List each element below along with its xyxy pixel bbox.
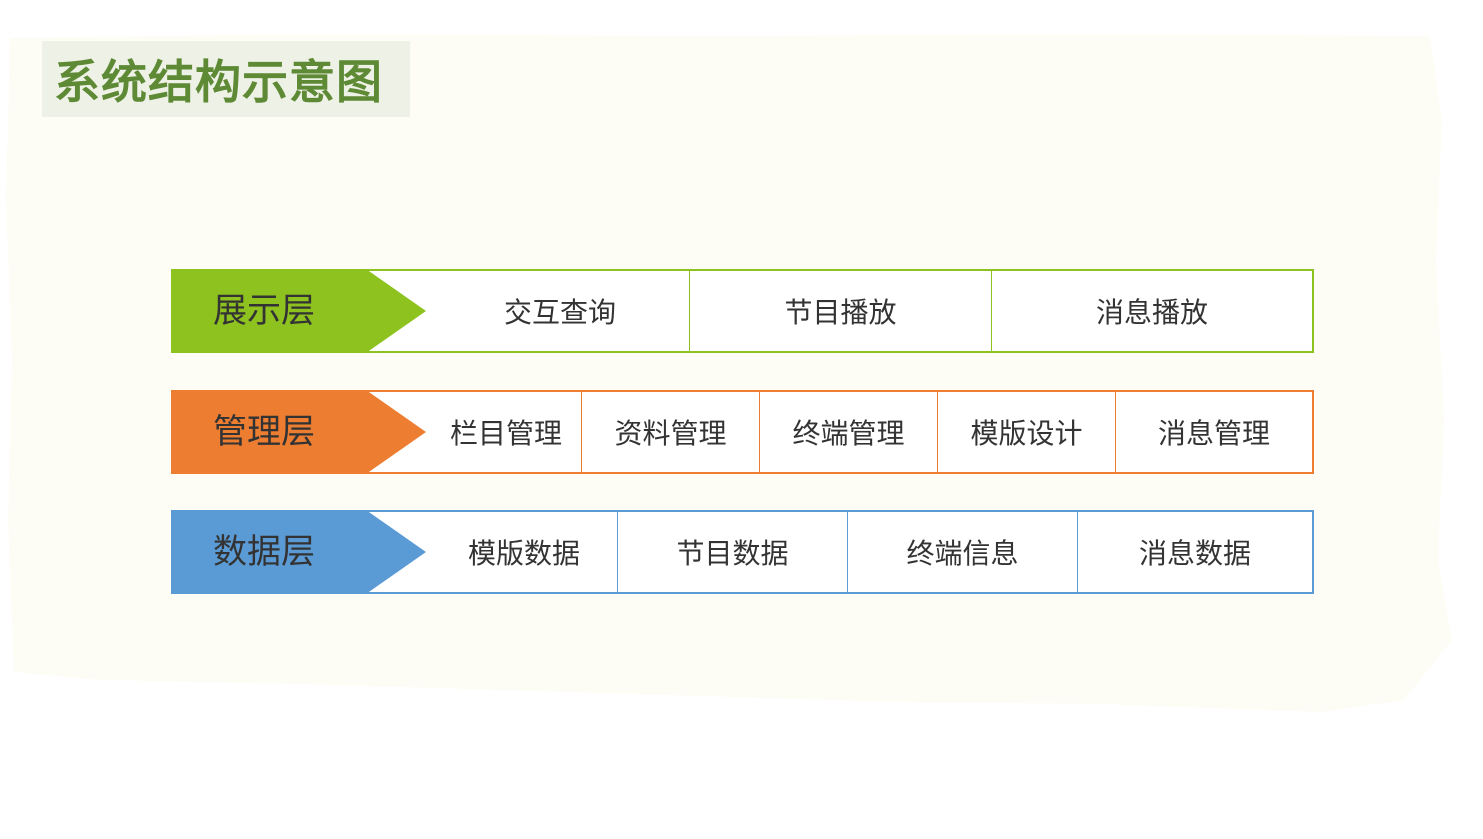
cell-template-design: 模版设计: [937, 390, 1115, 474]
cell-material-management: 资料管理: [581, 390, 759, 474]
layer-management-arrow: [171, 390, 426, 474]
layer-data-cells: 模版数据 节目数据 终端信息 消息数据: [431, 510, 1312, 594]
layer-management-label: 管理层: [213, 412, 315, 452]
layer-data-arrow: [171, 510, 426, 594]
layer-management-cells: 栏目管理 资料管理 终端管理 模版设计 消息管理: [431, 390, 1312, 474]
layer-display-arrow: [171, 269, 426, 353]
layer-data-label: 数据层: [213, 532, 315, 572]
cell-terminal-management: 终端管理: [759, 390, 937, 474]
layer-display: 展示层 交互查询 节目播放 消息播放: [171, 269, 1314, 353]
cell-message-playback: 消息播放: [991, 269, 1312, 353]
cell-template-data: 模版数据: [467, 537, 580, 570]
title-box: 系统结构示意图: [42, 41, 410, 117]
cell-program-playback: 节目播放: [689, 269, 991, 353]
layer-display-label: 展示层: [213, 291, 315, 331]
cell-message-data: 消息数据: [1077, 510, 1312, 594]
cell-message-management: 消息管理: [1115, 390, 1312, 474]
layer-display-cells: 交互查询 节目播放 消息播放: [431, 269, 1312, 353]
layer-management: 管理层 栏目管理 资料管理 终端管理 模版设计 消息管理: [171, 390, 1314, 474]
cell-column-management: 栏目管理: [449, 417, 562, 450]
cell-interactive-query: 交互查询: [503, 296, 616, 329]
cell-terminal-info: 终端信息: [847, 510, 1077, 594]
page-title: 系统结构示意图: [54, 55, 383, 109]
layer-data: 数据层 模版数据 节目数据 终端信息 消息数据: [171, 510, 1314, 594]
cell-program-data: 节目数据: [617, 510, 847, 594]
